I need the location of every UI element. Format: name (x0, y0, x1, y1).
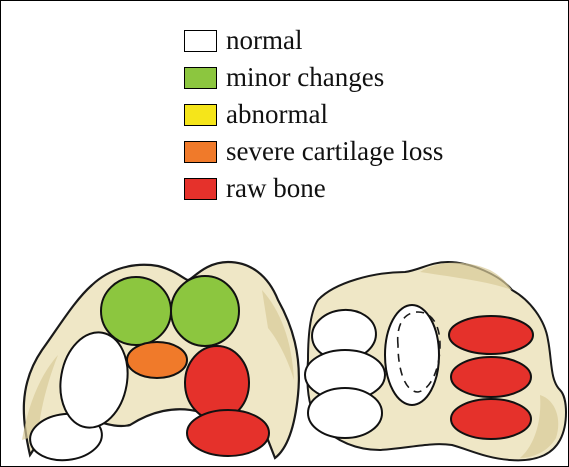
tibia-medial-plateau-bottom (451, 399, 531, 439)
femur-trochlea-lateral (101, 277, 171, 345)
tibia-view (305, 262, 566, 460)
femur-medial-condyle (185, 346, 249, 420)
tibia-medial-plateau-mid (451, 357, 531, 397)
tibia-lateral-plateau-bottom (308, 388, 382, 438)
femur-view (22, 262, 299, 464)
femur-notch-region (127, 342, 187, 378)
tibia-medial-plateau-top (449, 316, 533, 354)
tibia-patella-region (385, 305, 439, 405)
femur-medial-condyle-front (187, 410, 269, 456)
femur-trochlea-medial (171, 276, 239, 346)
